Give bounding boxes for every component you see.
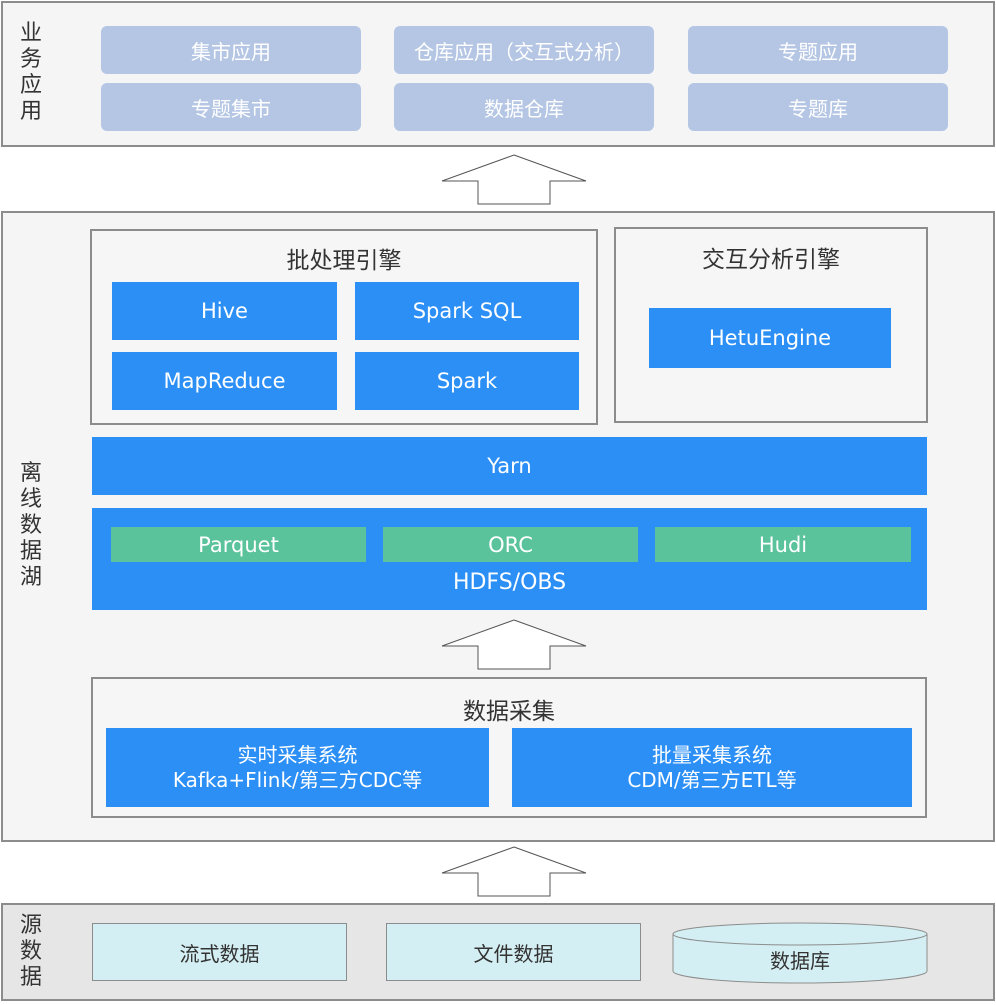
format-orc: ORC — [383, 527, 638, 562]
engine-spark-sql: Spark SQL — [355, 282, 579, 340]
format-parquet: Parquet — [111, 527, 366, 562]
data-collection-title: 数据采集 — [463, 699, 555, 725]
engine-spark: Spark — [355, 352, 579, 410]
source-layer-label: 源数据 — [19, 913, 42, 990]
bulk-collection-box: 批量采集系统 CDM/第三方ETL等 — [512, 728, 912, 807]
app-topic-market: 专题集市 — [101, 83, 361, 131]
yarn-bar: Yarn — [92, 437, 927, 495]
engine-mapreduce: MapReduce — [112, 352, 337, 410]
engine-hive: Hive — [112, 282, 337, 340]
up-arrow-icon — [441, 846, 587, 897]
app-topic: 专题应用 — [688, 26, 948, 74]
realtime-collection-tools: Kafka+Flink/第三方CDC等 — [172, 767, 423, 792]
app-topic-library: 专题库 — [688, 83, 948, 131]
realtime-collection-box: 实时采集系统 Kafka+Flink/第三方CDC等 — [106, 728, 489, 807]
bulk-collection-title: 批量采集系统 — [652, 742, 772, 767]
realtime-collection-title: 实时采集系统 — [237, 742, 358, 767]
source-streaming: 流式数据 — [92, 923, 347, 981]
source-database-label: 数据库 — [770, 949, 830, 973]
batch-engine-title: 批处理引擎 — [286, 248, 402, 274]
app-warehouse-interactive: 仓库应用（交互式分析） — [394, 26, 654, 74]
bulk-collection-tools: CDM/第三方ETL等 — [627, 767, 797, 792]
business-layer-label: 业务应用 — [19, 21, 42, 124]
source-files: 文件数据 — [386, 923, 641, 981]
database-cylinder-icon — [672, 922, 928, 984]
interactive-engine-title: 交互分析引擎 — [702, 247, 840, 273]
up-arrow-icon — [441, 154, 587, 205]
engine-hetuengine: HetuEngine — [649, 308, 891, 368]
format-hudi: Hudi — [655, 527, 911, 562]
up-arrow-icon — [441, 619, 587, 670]
storage-label: HDFS/OBS — [452, 570, 567, 595]
data-lake-label: 离线数据湖 — [19, 461, 42, 590]
app-market: 集市应用 — [101, 26, 361, 74]
app-data-warehouse: 数据仓库 — [394, 83, 654, 131]
